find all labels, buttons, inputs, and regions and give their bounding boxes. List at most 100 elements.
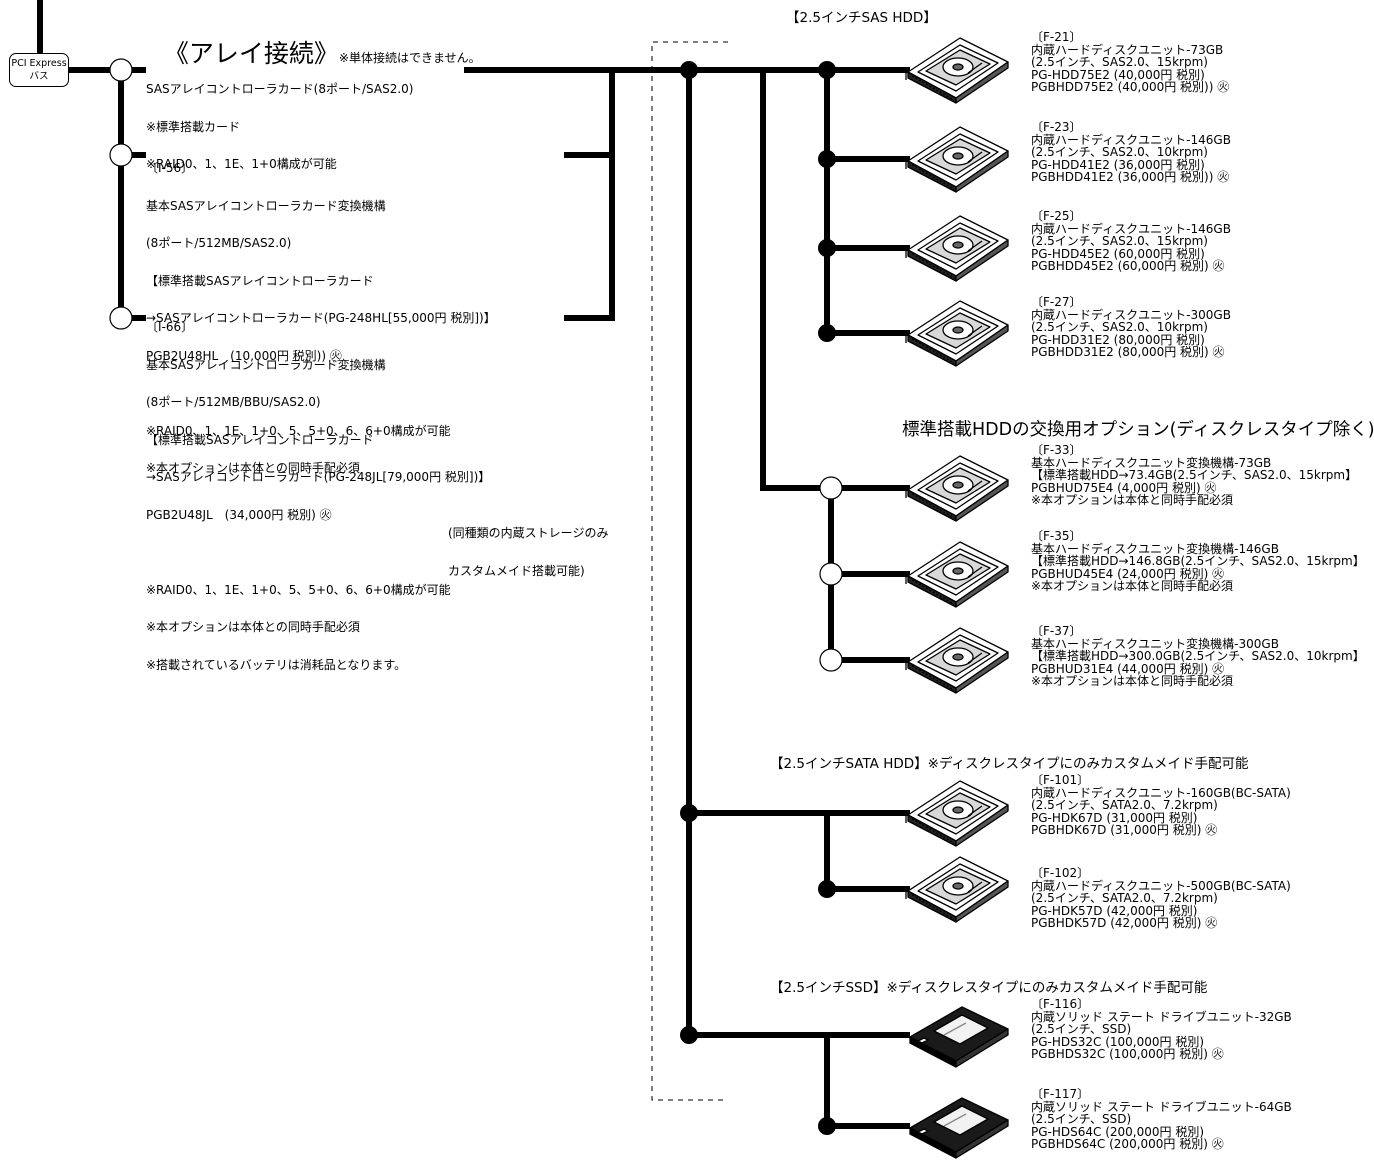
product-line: 内蔵ハードディスクユニット-160GB(BC-SATA) [1031,785,1291,800]
controller-line: 【標準搭載SASアレイコントローラカード [146,432,374,447]
hdd-drive-icon [904,121,1010,193]
product-label: 〔F-116〕内蔵ソリッド ステート ドライブユニット-32GB(2.5インチ、… [1031,998,1292,1061]
controller-bracket [464,67,615,158]
product-line: (2.5インチ、SATA2.0、7.2krpm) [1031,891,1218,905]
product-line: PGBHUD31E4 (44,000円 税別) ㊋ [1031,661,1225,676]
product-line: 〔F-25〕 [1031,209,1082,223]
product-line: ※本オプションは本体と同時手配必須 [1031,674,1234,688]
ssd-drive-icon [904,1088,1010,1160]
title-main: 《アレイ接続》 [163,39,339,68]
slot-circle [819,562,843,586]
product-line: PG-HDS32C (100,000円 税別) [1031,1034,1205,1049]
product-line: PG-HDK57D (42,000円 税別) [1031,903,1198,918]
product-line: 〔F-37〕 [1031,624,1082,638]
product-label: 〔F-101〕内蔵ハードディスクユニット-160GB(BC-SATA)(2.5イ… [1031,774,1291,837]
controller-line: ※本オプションは本体との同時手配必須 [146,620,360,634]
controller-line: →SASアレイコントローラカード(PG-248JL[79,000円 税別])】 [146,470,491,484]
hdd-drive-icon [904,536,1010,608]
product-line: 基本ハードディスクユニット変換機構-300GB [1031,636,1279,651]
controller-line: PGB2U48HL (10,000円 税別)) ㊋ [146,348,342,363]
product-label: 〔F-33〕基本ハードディスクユニット変換機構-73GB【標準搭載HDD→73.… [1031,444,1357,507]
pci-bus-line2: バス [29,71,49,82]
product-line: PG-HDD45E2 (60,000円 税別) [1031,246,1205,261]
product-line: (2.5インチ、SSD) [1031,1112,1132,1126]
product-line: 内蔵ハードディスクユニット-146GB [1031,132,1231,147]
product-line: 〔F-35〕 [1031,529,1082,543]
product-line: PG-HDK67D (31,000円 税別) [1031,810,1198,825]
product-line: (2.5インチ、SAS2.0、15krpm) [1031,55,1208,69]
controller-line [146,546,490,559]
junction-dot [680,61,698,79]
product-line: (2.5インチ、SAS2.0、15krpm) [1031,234,1208,248]
product-line: PGBHDK57D (42,000円 税別) ㊋ [1031,916,1218,930]
hdd-drive-icon [904,622,1010,694]
controller-line: ※RAID0、1、1E、1+0構成が可能 [146,157,337,171]
pci-bus-line1: PCI Express [11,58,67,69]
product-line: PGBHDS64C (200,000円 税別) ㊋ [1031,1137,1224,1151]
product-line: PGBHDD45E2 (60,000円 税別) ㊋ [1031,259,1225,273]
product-line: 〔F-33〕 [1031,443,1082,457]
product-line: 〔F-117〕 [1031,1087,1090,1101]
controller-line: ※搭載されているバッテリは消耗品となります。 [146,657,407,672]
sata-branch-line [824,813,910,892]
product-label: 〔F-21〕内蔵ハードディスクユニット-73GB(2.5インチ、SAS2.0、1… [1031,31,1229,94]
junction-dot [818,1117,836,1135]
section-header-ssd: 【2.5インチSSD】※ディスクレスタイプにのみカスタムメイド手配可能 [770,980,1208,996]
product-line: 〔F-23〕 [1031,120,1082,134]
slot-circle [109,58,133,82]
hdd-drive-icon [904,295,1010,367]
product-line: PG-HDD75E2 (40,000円 税別) [1031,67,1205,82]
product-line: PGBHDD31E2 (80,000円 税別) ㊋ [1031,345,1225,359]
slot-circle [819,648,843,672]
product-line: PGBHDD75E2 (40,000円 税別)) ㊋ [1031,80,1230,94]
hdd-drive-icon [904,450,1010,522]
product-line: 内蔵ソリッド ステート ドライブユニット-64GB [1031,1099,1292,1114]
controller-line: 〔I-56〕 [146,161,194,175]
ssd-branch-line [824,1035,910,1129]
product-line: 内蔵ハードディスクユニット-500GB(BC-SATA) [1031,878,1291,893]
product-line: 〔F-27〕 [1031,295,1082,309]
section-header-sas: 【2.5インチSAS HDD】 [786,10,937,26]
product-label: 〔F-117〕内蔵ソリッド ステート ドライブユニット-64GB(2.5インチ、… [1031,1088,1292,1151]
dashed-bracket [651,41,728,1101]
page-title: 《アレイ接続》※単体接続はできません。 [148,5,481,70]
hdd-drive-icon [904,775,1010,847]
product-line: PG-HDD41E2 (36,000円 税別) [1031,157,1205,172]
product-line: 基本ハードディスクユニット変換機構-146GB [1031,541,1279,556]
controller-line: →SASアレイコントローラカード(PG-248HL[55,000円 税別])】 [146,311,496,325]
product-line: PGBHDS32C (100,000円 税別) ㊋ [1031,1047,1224,1061]
note-line: (同種類の内蔵ストレージのみ [448,526,609,540]
controller-line: ※標準搭載カード [146,119,241,134]
product-line: 〔F-21〕 [1031,30,1082,44]
product-line: 内蔵ソリッド ステート ドライブユニット-32GB [1031,1009,1292,1024]
section-header-std-swap: 標準搭載HDDの交換用オプション(ディスクレスタイプ除く) [902,420,1374,440]
controller-line: (8ポート/512MB/BBU/SAS2.0) [146,395,321,409]
controller-bracket [564,155,615,321]
product-line: 〔F-102〕 [1031,866,1090,880]
product-line: 内蔵ハードディスクユニット-300GB [1031,307,1231,322]
sas-branch-line [824,70,910,336]
product-line: 【標準搭載HDD→146.8GB(2.5インチ、SAS2.0、15krpm】 [1031,554,1365,568]
product-line: 【標準搭載HDD→73.4GB(2.5インチ、SAS2.0、15krpm】 [1031,468,1358,482]
product-line: (2.5インチ、SSD) [1031,1022,1132,1036]
product-line: PGBHUD45E4 (24,000円 税別) ㊋ [1031,566,1225,581]
slot-circle [109,143,133,167]
junction-dot [818,61,836,79]
product-line: PGBHUD75E4 (4,000円 税別) ㊋ [1031,480,1217,495]
junction-dot [818,880,836,898]
junction-dot [818,150,836,168]
controller-line: ※本オプションは本体との同時手配必須 [146,461,360,475]
junction-dot [680,1026,698,1044]
hdd-drive-icon [904,32,1010,104]
product-line: PG-HDD31E2 (80,000円 税別) [1031,332,1205,347]
controller-line: PGB2U48JL (34,000円 税別) ㊋ [146,507,332,522]
controller-line: ※RAID0、1、1E、1+0、5、5+0、6、6+0構成が可能 [146,423,451,438]
storage-note: (同種類の内蔵ストレージのみ カスタムメイド搭載可能) [448,502,608,590]
junction-dot [680,804,698,822]
controller-i66: 〔I-66〕 基本SASアレイコントローラカード変換機構 (8ポート/512MB… [146,296,490,684]
product-label: 〔F-35〕基本ハードディスクユニット変換機構-146GB【標準搭載HDD→14… [1031,530,1365,593]
product-label: 〔F-23〕内蔵ハードディスクユニット-146GB(2.5インチ、SAS2.0、… [1031,121,1231,184]
pci-express-bus-box: PCI Express バス [9,53,69,87]
product-line: (2.5インチ、SAS2.0、10krpm) [1031,145,1208,159]
